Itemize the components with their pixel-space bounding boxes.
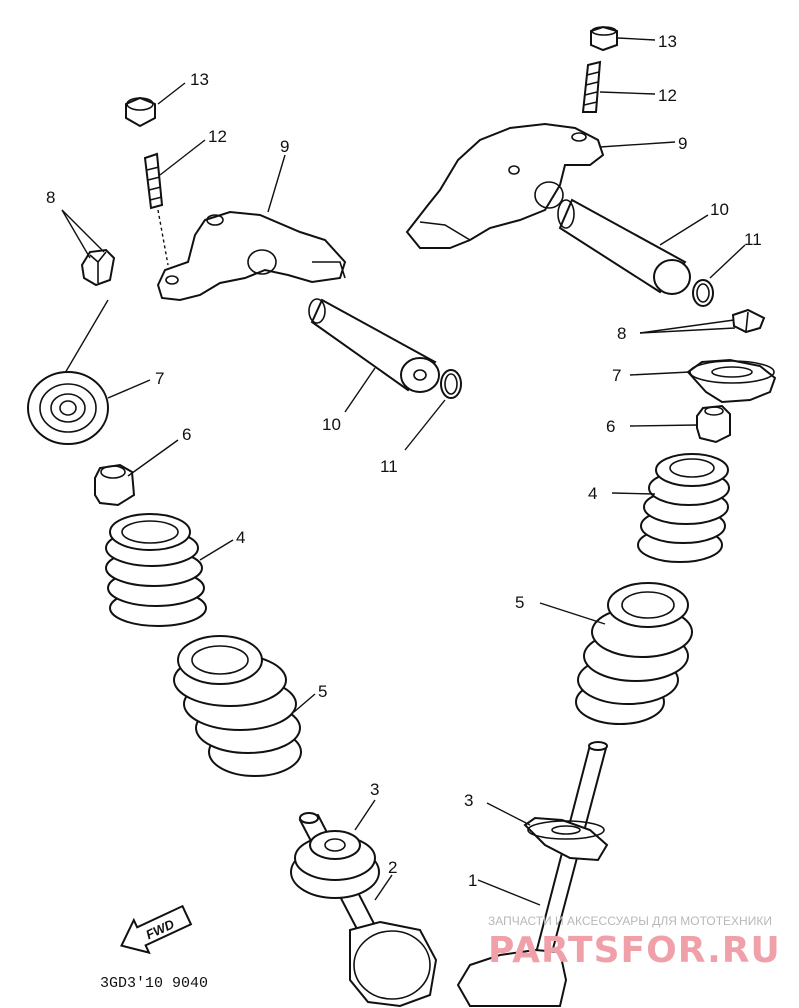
callout-6-right: 6 <box>606 417 615 436</box>
callout-8-right: 8 <box>617 324 626 343</box>
o-ring-11-left <box>440 369 462 399</box>
watermark-tagline: ЗАПЧАСТИ И АКСЕССУАРЫ ДЛЯ МОТОТЕХНИКИ <box>488 914 772 928</box>
rocker-shaft-10-left <box>308 298 440 393</box>
rocker-arm-9-left <box>156 210 347 302</box>
callout-13-right: 13 <box>658 32 677 51</box>
callout-5-left: 5 <box>318 682 327 701</box>
rocker-arm-9-right <box>405 122 605 249</box>
watermark: ЗАПЧАСТИ И АКСЕССУАРЫ ДЛЯ МОТОТЕХНИКИ PA… <box>488 914 781 971</box>
outer-valve-spring-5-right <box>575 582 693 725</box>
callout-5-right: 5 <box>515 593 524 612</box>
watermark-logo: PARTSFOR.RU <box>488 930 781 971</box>
rocker-shaft-10-right <box>557 198 691 295</box>
inner-valve-spring-4-left <box>105 513 207 627</box>
callout-13-left: 13 <box>190 70 209 89</box>
callout-9-right: 9 <box>678 134 687 153</box>
callout-9-left: 9 <box>280 137 289 156</box>
stud-12-left <box>143 152 164 210</box>
valve-stem-seal-6-right <box>696 404 731 444</box>
callout-12-right: 12 <box>658 86 677 105</box>
spring-retainer-7-right <box>686 358 777 404</box>
callout-11-left: 11 <box>380 457 398 476</box>
callout-6-left: 6 <box>182 425 191 444</box>
nut-13-left <box>125 96 156 128</box>
callout-4-right: 4 <box>588 484 597 503</box>
inner-valve-spring-4-right <box>637 453 730 563</box>
forward-arrow-icon: FWD <box>120 904 193 955</box>
callout-10-right: 10 <box>710 200 729 219</box>
callout-11-right: 11 <box>744 230 762 249</box>
callout-7-right: 7 <box>612 366 621 385</box>
callout-12-left: 12 <box>208 127 227 146</box>
o-ring-11-right <box>692 279 714 307</box>
callout-3-right: 3 <box>464 791 473 810</box>
valve-seat-3-right <box>523 816 609 862</box>
outer-valve-spring-5-left <box>173 635 302 777</box>
callout-10-left: 10 <box>322 415 341 434</box>
callout-7-left: 7 <box>155 369 164 388</box>
callout-4-left: 4 <box>236 528 245 547</box>
callout-8-left: 8 <box>46 188 55 207</box>
valve-cotter-8-left <box>80 248 116 287</box>
stud-12-right <box>581 60 602 113</box>
callout-2-left: 2 <box>388 858 397 877</box>
nut-13-right <box>590 25 618 52</box>
valve-cotter-8-right <box>731 308 766 334</box>
callout-1-right: 1 <box>468 871 477 890</box>
diagram-code: 3GD3'10 9040 <box>100 975 208 992</box>
spring-retainer-7-left <box>27 371 109 445</box>
valve-stem-seal-6-left <box>94 463 136 507</box>
callout-3-left: 3 <box>370 780 379 799</box>
valve-seat-3-left <box>290 830 380 899</box>
